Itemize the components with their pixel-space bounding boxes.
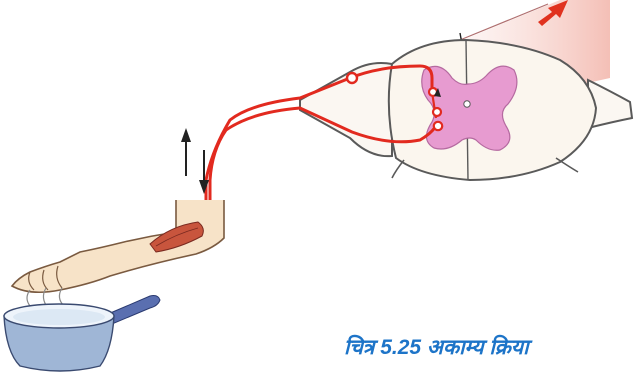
sensory-ganglion-cell (347, 73, 357, 83)
hot-water-pan (4, 296, 160, 372)
arm (12, 200, 224, 292)
relay-neuron-cell-2 (433, 108, 441, 116)
motor-neuron-cell (434, 122, 442, 130)
figure-caption: चित्र 5.25 अकाम्य क्रिया (344, 332, 604, 364)
central-canal (464, 101, 470, 107)
